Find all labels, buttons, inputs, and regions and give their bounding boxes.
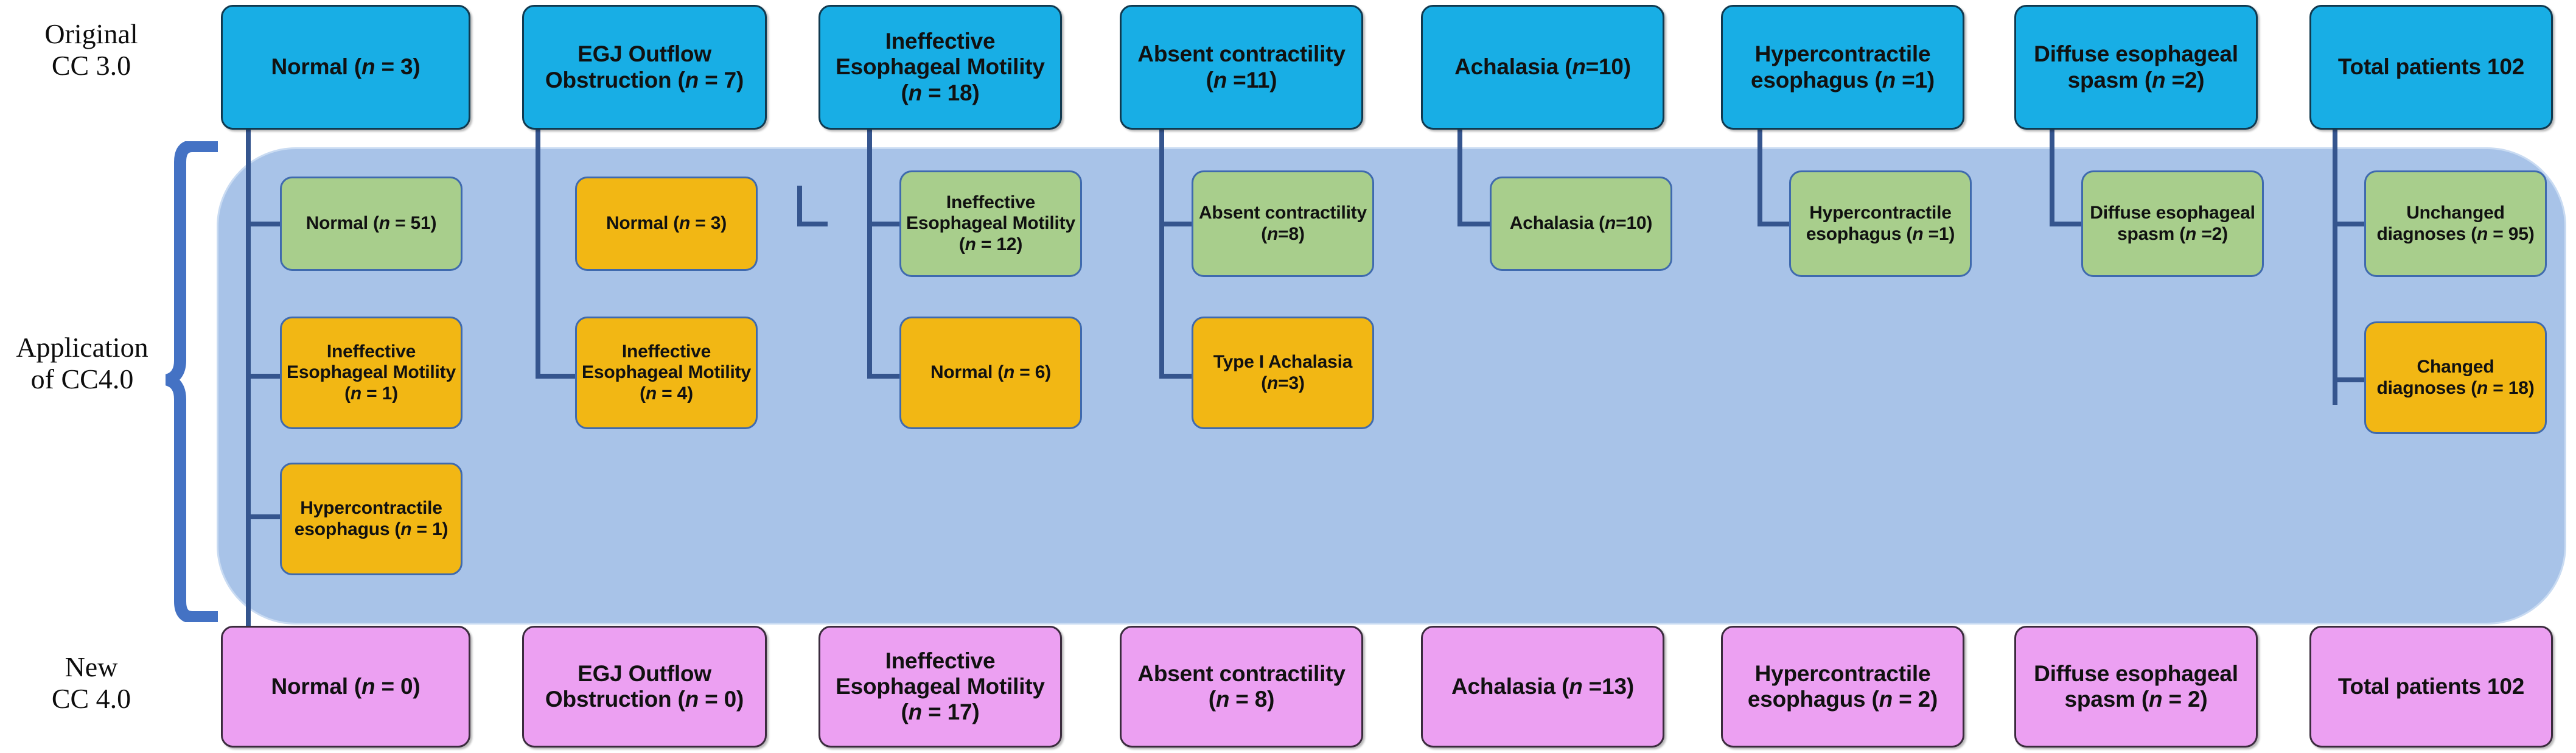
bottom-node-egj-outflow-obstruction-label: EGJ Outflow Obstruction (n = 0) bbox=[545, 660, 744, 712]
mid-node-col4-absent-contractility-8-label: Absent contractility (n=8) bbox=[1198, 203, 1367, 244]
connector-col2b-to-row1 bbox=[797, 222, 828, 226]
connector-col4-to-row1 bbox=[1159, 222, 1196, 226]
top-node-absent-contractility-label: Absent contractility (n =11) bbox=[1137, 41, 1346, 93]
row-label-application-cc40: Application of CC4.0 bbox=[16, 332, 148, 394]
bottom-node-normal[interactable]: Normal (n = 0) bbox=[221, 626, 470, 748]
bottom-node-absent-contractility-label: Absent contractility (n = 8) bbox=[1137, 660, 1346, 712]
bottom-node-absent-contractility[interactable]: Absent contractility (n = 8) bbox=[1120, 626, 1363, 748]
connector-col5-vertical bbox=[1457, 125, 1462, 225]
connector-col8-vertical bbox=[2333, 125, 2337, 405]
bottom-node-ineffective-esophageal-motility[interactable]: Ineffective Esophageal Motility (n = 17) bbox=[819, 626, 1062, 748]
mid-node-col3-normal-6-label: Normal (n = 6) bbox=[930, 362, 1052, 383]
mid-node-col1-iem-1[interactable]: Ineffective Esophageal Motility (n = 1) bbox=[280, 317, 462, 429]
top-node-egj-outflow-obstruction[interactable]: EGJ Outflow Obstruction (n = 7) bbox=[522, 5, 767, 130]
bottom-node-total-patients-label: Total patients 102 bbox=[2337, 673, 2525, 699]
row-label-original-cc30: Original CC 3.0 bbox=[44, 18, 138, 81]
mid-node-col5-achalasia-10[interactable]: Achalasia (n=10) bbox=[1490, 177, 1672, 271]
bottom-node-ineffective-esophageal-motility-label: Ineffective Esophageal Motility (n = 17) bbox=[836, 648, 1045, 725]
top-node-achalasia[interactable]: Achalasia (n=10) bbox=[1421, 5, 1664, 130]
mid-node-col1-normal-51[interactable]: Normal (n = 51) bbox=[280, 177, 462, 271]
mid-node-col8-changed-diagnoses-18[interactable]: Changed diagnoses (n = 18) bbox=[2364, 321, 2547, 434]
bottom-node-normal-label: Normal (n = 0) bbox=[271, 673, 421, 699]
bottom-node-total-patients[interactable]: Total patients 102 bbox=[2309, 626, 2553, 748]
connector-col1-to-row3 bbox=[246, 514, 282, 519]
mid-node-col2-normal-3[interactable]: Normal (n = 3) bbox=[575, 177, 758, 271]
top-node-ineffective-esophageal-motility-label: Ineffective Esophageal Motility (n = 18) bbox=[836, 29, 1045, 105]
mid-node-col7-diffuse-esophageal-spasm-2[interactable]: Diffuse esophageal spasm (n =2) bbox=[2081, 170, 2264, 277]
mid-node-col6-hypercontractile-1[interactable]: Hypercontractile esophagus (n =1) bbox=[1789, 170, 1972, 277]
connector-col5-to-row1 bbox=[1457, 222, 1494, 226]
row-label-new-cc40: New CC 4.0 bbox=[51, 651, 131, 714]
connector-col3-to-row1 bbox=[867, 222, 904, 226]
connector-col3-to-row2 bbox=[867, 374, 904, 379]
connector-col1-vertical bbox=[246, 125, 251, 660]
mid-node-col4-absent-contractility-8[interactable]: Absent contractility (n=8) bbox=[1192, 170, 1374, 277]
mid-node-col3-iem-12[interactable]: Ineffective Esophageal Motility (n = 12) bbox=[899, 170, 1082, 277]
bottom-node-egj-outflow-obstruction[interactable]: EGJ Outflow Obstruction (n = 0) bbox=[522, 626, 767, 748]
top-node-normal-label: Normal (n = 3) bbox=[271, 54, 421, 80]
mid-node-col3-iem-12-label: Ineffective Esophageal Motility (n = 12) bbox=[906, 192, 1075, 254]
mid-node-col8-unchanged-diagnoses-95[interactable]: Unchanged diagnoses (n = 95) bbox=[2364, 170, 2547, 277]
bottom-node-diffuse-esophageal-spasm[interactable]: Diffuse esophageal spasm (n = 2) bbox=[2014, 626, 2258, 748]
mid-node-col4-type-i-achalasia-3[interactable]: Type I Achalasia (n=3) bbox=[1192, 317, 1374, 429]
mid-node-col4-type-i-achalasia-3-label: Type I Achalasia (n=3) bbox=[1213, 352, 1353, 393]
top-node-egj-outflow-obstruction-label: EGJ Outflow Obstruction (n = 7) bbox=[545, 41, 744, 93]
connector-col2-to-row2 bbox=[536, 374, 578, 379]
top-node-achalasia-label: Achalasia (n=10) bbox=[1454, 54, 1631, 80]
connector-col8-to-row2 bbox=[2333, 377, 2369, 382]
mid-node-col1-iem-1-label: Ineffective Esophageal Motility (n = 1) bbox=[287, 341, 456, 404]
connector-col4-to-row2 bbox=[1159, 374, 1196, 379]
mid-node-col8-unchanged-diagnoses-95-label: Unchanged diagnoses (n = 95) bbox=[2376, 203, 2535, 244]
top-node-ineffective-esophageal-motility[interactable]: Ineffective Esophageal Motility (n = 18) bbox=[819, 5, 1062, 130]
connector-col2b-vertical bbox=[797, 186, 802, 223]
mid-node-col2-normal-3-label: Normal (n = 3) bbox=[606, 213, 727, 234]
top-node-normal[interactable]: Normal (n = 3) bbox=[221, 5, 470, 130]
top-node-absent-contractility[interactable]: Absent contractility (n =11) bbox=[1120, 5, 1363, 130]
bottom-node-hypercontractile-esophagus-label: Hypercontractile esophagus (n = 2) bbox=[1747, 660, 1938, 712]
bottom-node-achalasia[interactable]: Achalasia (n =13) bbox=[1421, 626, 1664, 748]
connector-col6-vertical bbox=[1757, 125, 1762, 225]
mid-node-col8-changed-diagnoses-18-label: Changed diagnoses (n = 18) bbox=[2376, 357, 2535, 398]
connector-col1-to-row1 bbox=[246, 222, 282, 226]
mid-node-col3-normal-6[interactable]: Normal (n = 6) bbox=[899, 317, 1082, 429]
application-brace-icon bbox=[162, 140, 220, 623]
mid-node-col6-hypercontractile-1-label: Hypercontractile esophagus (n =1) bbox=[1806, 203, 1955, 244]
mid-node-col1-hypercontractile-1[interactable]: Hypercontractile esophagus (n = 1) bbox=[280, 463, 462, 575]
connector-col2-vertical bbox=[536, 125, 540, 377]
mid-node-col7-diffuse-esophageal-spasm-2-label: Diffuse esophageal spasm (n =2) bbox=[2090, 203, 2255, 244]
top-node-total-patients-label: Total patients 102 bbox=[2337, 54, 2525, 80]
mid-node-col2-iem-4[interactable]: Ineffective Esophageal Motility (n = 4) bbox=[575, 317, 758, 429]
top-node-diffuse-esophageal-spasm-label: Diffuse esophageal spasm (n =2) bbox=[2034, 41, 2238, 93]
mid-node-col1-normal-51-label: Normal (n = 51) bbox=[305, 213, 437, 234]
connector-col3-vertical bbox=[867, 125, 872, 377]
connector-col4-vertical bbox=[1159, 125, 1164, 377]
connector-col8-to-row1 bbox=[2333, 222, 2369, 226]
connector-col7-vertical bbox=[2050, 125, 2054, 225]
top-node-total-patients[interactable]: Total patients 102 bbox=[2309, 5, 2553, 130]
mid-node-col5-achalasia-10-label: Achalasia (n=10) bbox=[1509, 213, 1653, 234]
mid-node-col1-hypercontractile-1-label: Hypercontractile esophagus (n = 1) bbox=[294, 498, 449, 539]
bottom-node-achalasia-label: Achalasia (n =13) bbox=[1451, 673, 1634, 699]
top-node-hypercontractile-esophagus-label: Hypercontractile esophagus (n =1) bbox=[1750, 41, 1935, 93]
connector-col7-to-row1 bbox=[2050, 222, 2086, 226]
top-node-hypercontractile-esophagus[interactable]: Hypercontractile esophagus (n =1) bbox=[1721, 5, 1964, 130]
mid-node-col2-iem-4-label: Ineffective Esophageal Motility (n = 4) bbox=[582, 341, 751, 404]
bottom-node-hypercontractile-esophagus[interactable]: Hypercontractile esophagus (n = 2) bbox=[1721, 626, 1964, 748]
connector-col1-to-row2 bbox=[246, 374, 282, 379]
top-node-diffuse-esophageal-spasm[interactable]: Diffuse esophageal spasm (n =2) bbox=[2014, 5, 2258, 130]
connector-col6-to-row1 bbox=[1757, 222, 1794, 226]
bottom-node-diffuse-esophageal-spasm-label: Diffuse esophageal spasm (n = 2) bbox=[2034, 660, 2238, 712]
